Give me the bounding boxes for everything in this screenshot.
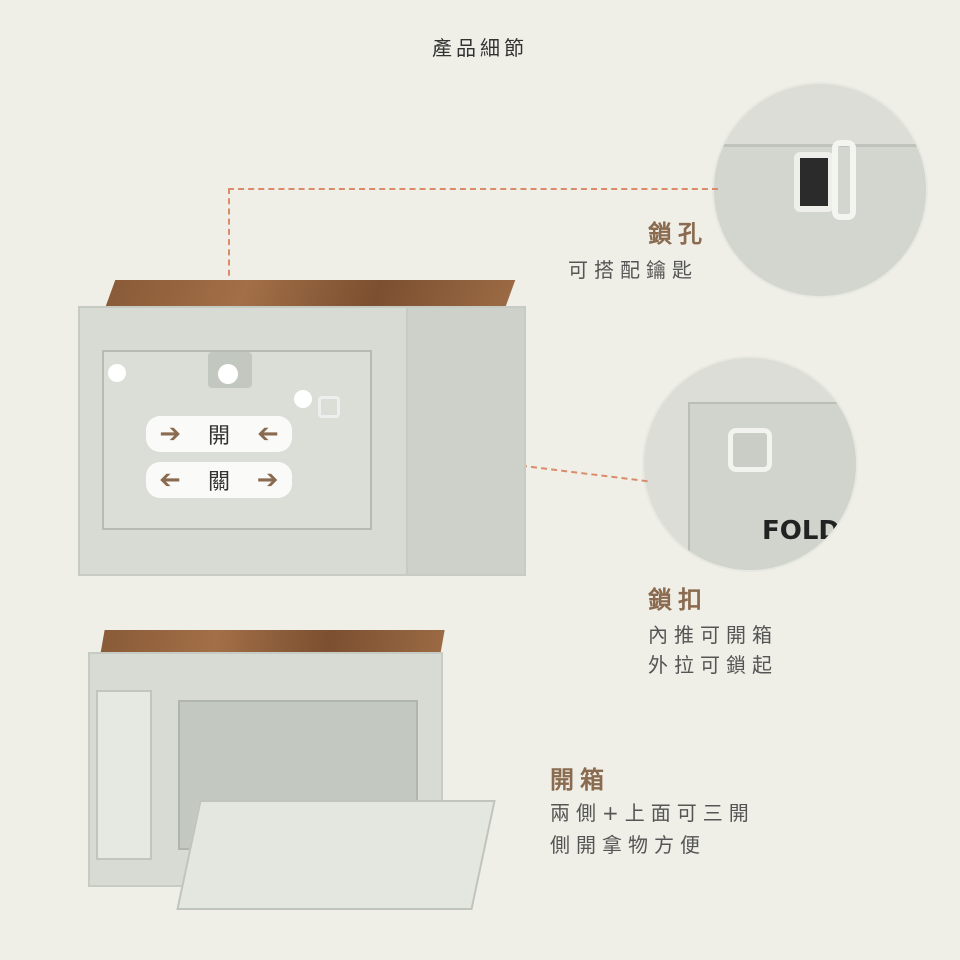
feature-text-open-box-2: 側開拿物方便 [550,833,706,857]
close-label: 關 [207,470,230,495]
storage-box-open-image [88,630,496,930]
arrow-right-icon: ➔ [159,419,182,449]
feature-heading-latch: 鎖扣 [648,586,708,614]
arrow-right-icon: ➔ [256,465,279,495]
page-title: 產品細節 [432,36,528,60]
arrow-left-icon: ➔ [256,419,279,449]
arrow-left-icon: ➔ [159,465,182,495]
storage-box-closed-image [78,280,528,600]
open-label: 開 [207,424,230,449]
open-direction-label: ➔ 開 ➔ [146,416,292,452]
feature-text-latch-2: 外拉可鎖起 [648,653,778,677]
box-brand-print: FOLDI [762,516,850,546]
feature-text-open-box-1: 兩側+上面可三開 [550,801,755,825]
close-direction-label: ➔ 關 ➔ [146,462,292,498]
lock-hole-detail-image [712,82,928,298]
feature-heading-open-box: 開箱 [550,766,610,794]
feature-heading-lock-hole: 鎖孔 [648,220,708,248]
leader-line-lock-hole [228,188,718,190]
feature-text-lock-hole: 可搭配鑰匙 [568,258,698,282]
feature-text-latch-1: 內推可開箱 [648,623,778,647]
latch-detail-image: FOLDI [642,356,858,572]
